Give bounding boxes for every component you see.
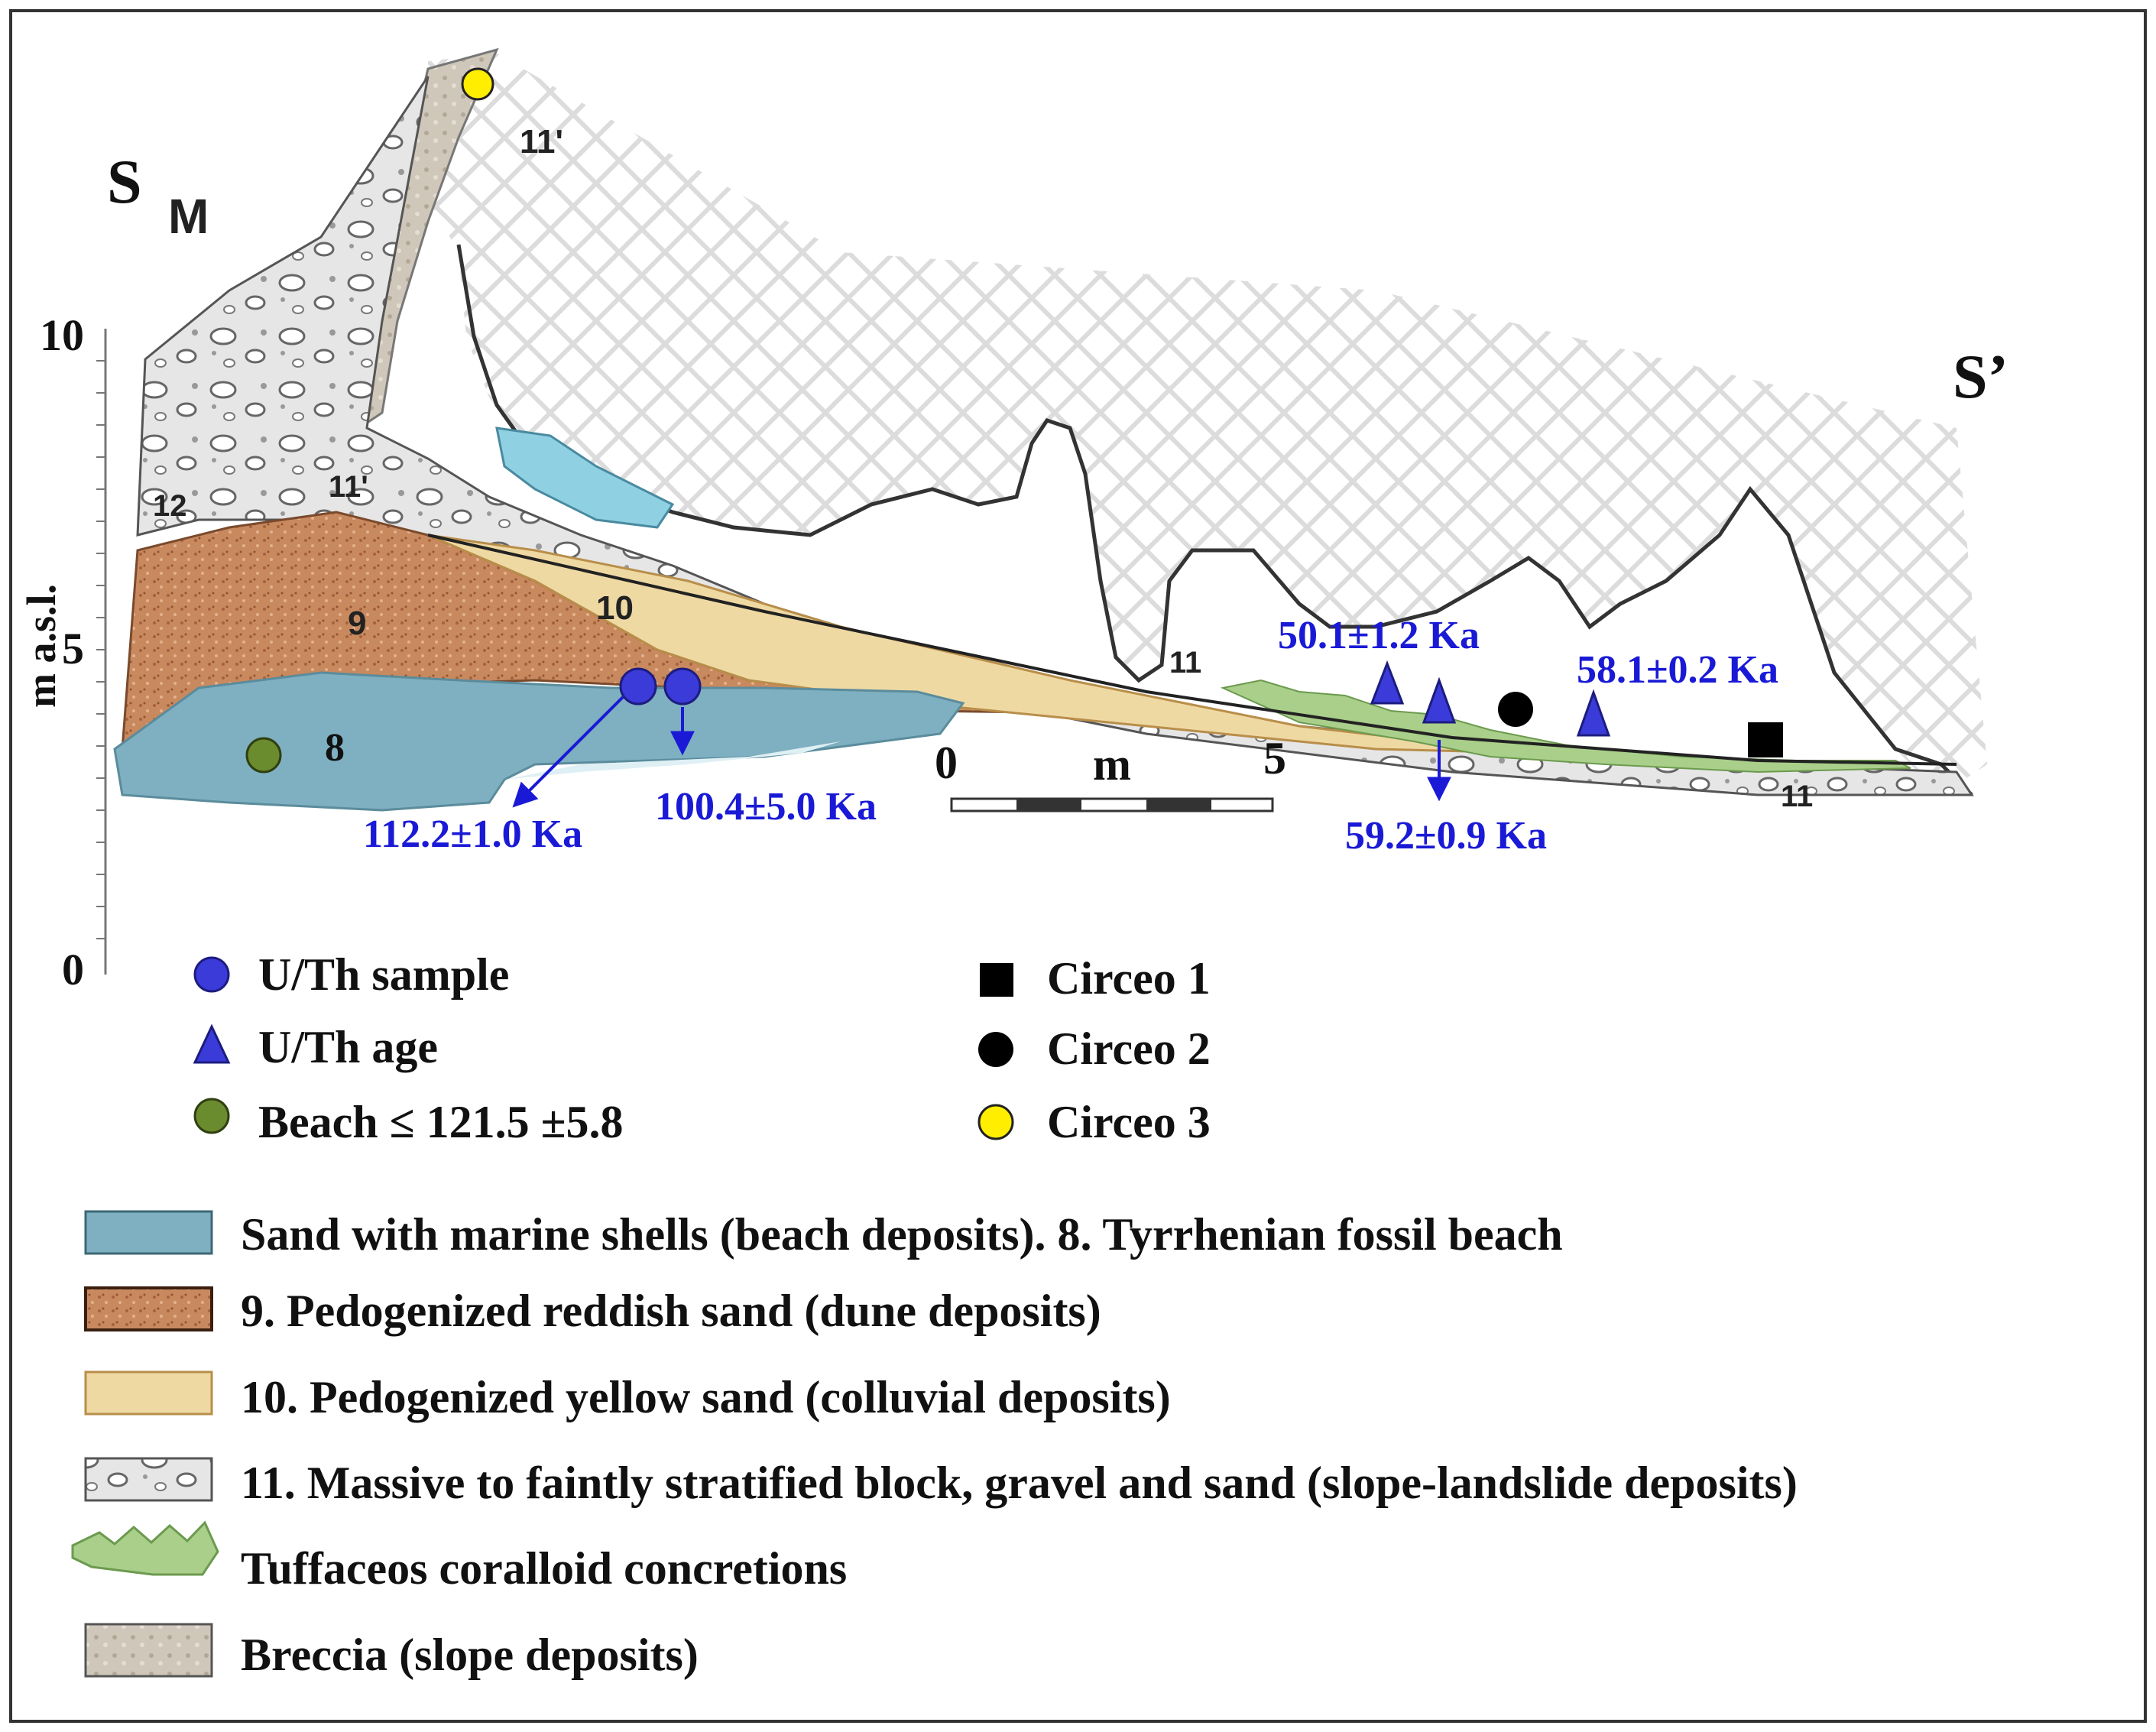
- age-label-50: 50.1±1.2 Ka: [1278, 614, 1480, 657]
- legend-circeo-1-label: Circeo 1: [1047, 953, 1211, 1004]
- uth-sample-marker: [619, 667, 657, 705]
- age-label-58: 58.1±0.2 Ka: [1577, 648, 1778, 692]
- legend-breccia-label: Breccia (slope deposits): [241, 1630, 699, 1680]
- y-tick-0: 0: [62, 945, 84, 994]
- bedrock-hatched: [428, 54, 1987, 795]
- section-end-label: S’: [1953, 342, 2008, 411]
- unit-label-12: 12: [153, 489, 187, 523]
- unit-8-beach-deposit: [113, 671, 965, 812]
- y-tick-5: 5: [62, 624, 84, 673]
- legend-reddish-sand-label: 9. Pedogenized reddish sand (dune deposi…: [241, 1286, 1101, 1336]
- uth-age-marker: [1370, 660, 1405, 705]
- legend-uth-sample-label: U/Th sample: [258, 949, 509, 1000]
- symbol-legend: U/Th sample U/Th age Beach ≤ 121.5 ±5.8 …: [193, 949, 1211, 1147]
- circeo-2-marker: [1498, 692, 1533, 727]
- unit-label-8: 8: [325, 726, 345, 770]
- legend-coralloid-swatch: [71, 1520, 219, 1576]
- legend-slope-landslide-label: 11. Massive to faintly stratified block,…: [241, 1458, 1798, 1508]
- legend-uth-age-symbol: [193, 1023, 231, 1064]
- legend-reddish-sand-swatch: [84, 1286, 213, 1331]
- unit-label-11-prime-top: 11': [520, 123, 563, 161]
- unit-label-10: 10: [596, 589, 634, 627]
- y-tick-10: 10: [40, 310, 84, 360]
- legend-breccia-swatch: [84, 1623, 213, 1678]
- arrow-112: [512, 696, 624, 808]
- scale-bar: [950, 797, 1274, 812]
- scale-bar-end: 5: [1263, 733, 1286, 783]
- circeo-3-marker: [461, 67, 494, 101]
- legend-beach-deposit-swatch: [84, 1210, 213, 1255]
- layer-legend: Sand with marine shells (beach deposits)…: [71, 1209, 1798, 1680]
- site-label-m: M: [168, 189, 209, 244]
- unit-label-11-right: 11: [1781, 780, 1813, 813]
- legend-beach-label: Beach ≤ 121.5 ±5.8: [258, 1097, 624, 1147]
- coralloid-concretions: [1220, 679, 1911, 774]
- legend-uth-sample-symbol: [193, 956, 230, 993]
- age-label-100: 100.4±5.0 Ka: [655, 785, 877, 829]
- scale-bar-unit: m: [1093, 739, 1131, 790]
- blue-pool: [495, 427, 675, 529]
- legend-coralloid-label: Tuffaceos coralloid concretions: [241, 1543, 847, 1594]
- legend-circeo-2-label: Circeo 2: [1047, 1023, 1211, 1074]
- unit-label-11-mid: 11: [1169, 646, 1201, 680]
- age-label-112: 112.2±1.0 Ka: [363, 812, 582, 856]
- legend-beach-symbol: [193, 1098, 230, 1134]
- uth-age-marker: [1576, 689, 1611, 737]
- legend-uth-age-label: U/Th age: [258, 1022, 438, 1072]
- legend-circeo-1-symbol: [980, 963, 1013, 997]
- y-axis-label: m a.s.l.: [18, 584, 64, 708]
- unit-label-11-prime-mid: 11': [329, 470, 368, 504]
- section-start-label: S: [107, 147, 142, 216]
- beach-sample-marker: [245, 737, 282, 774]
- uth-sample-marker: [663, 667, 702, 705]
- uth-age-marker: [1422, 676, 1457, 724]
- legend-yellow-sand-swatch: [84, 1370, 213, 1416]
- scale-bar-start: 0: [935, 738, 958, 788]
- legend-circeo-2-symbol: [978, 1032, 1013, 1067]
- unit-8-highlight: [504, 741, 841, 780]
- ground-surface-line: [427, 534, 1957, 766]
- y-axis-minor-ticks: [96, 360, 105, 939]
- circeo-1-marker: [1748, 722, 1783, 757]
- legend-beach-deposit-label: Sand with marine shells (beach deposits)…: [241, 1209, 1563, 1260]
- unit-label-9: 9: [348, 605, 366, 642]
- age-label-59: 59.2±0.9 Ka: [1345, 814, 1547, 858]
- legend-circeo-3-label: Circeo 3: [1047, 1097, 1211, 1147]
- legend-slope-landslide-swatch: [84, 1457, 213, 1502]
- bedrock-outline: [456, 244, 1973, 796]
- legend-yellow-sand-label: 10. Pedogenized yellow sand (colluvial d…: [241, 1372, 1171, 1422]
- legend-circeo-3-symbol: [977, 1104, 1014, 1140]
- frame-border: [9, 9, 2147, 1723]
- unit-10-yellow-sand: [427, 534, 1529, 754]
